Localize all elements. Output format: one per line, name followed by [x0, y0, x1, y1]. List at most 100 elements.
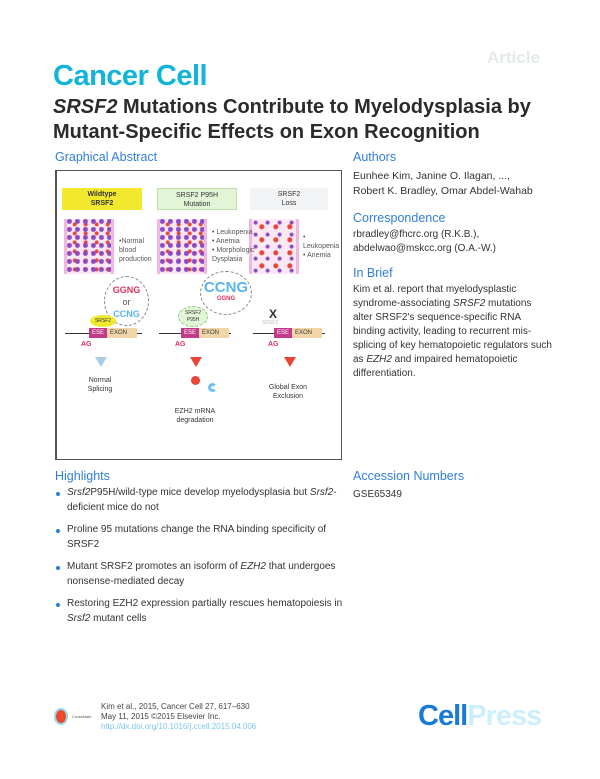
exon-label: EXON [295, 330, 313, 336]
outcome-line: Exclusion [273, 393, 303, 400]
citation-block: Kim et al., 2015, Cancer Cell 27, 617–63… [101, 702, 256, 732]
arrow-down-icon [190, 357, 202, 367]
srsf2-p95h-protein: SRSF2 P95H [178, 306, 208, 327]
gene: EZH2 [366, 354, 392, 366]
text: Mutant SRSF2 promotes an isoform of [67, 561, 241, 572]
graphical-abstract-heading: Graphical Abstract [55, 150, 158, 164]
header-line: Mutation [183, 201, 211, 208]
ag-site: AG [268, 341, 279, 348]
exonuclease-icon [208, 383, 217, 392]
bone-marrow-wildtype-image [64, 219, 114, 274]
crossmark-label: CrossMark [72, 714, 92, 719]
highlight-item: Srsf2P95H/wild-type mice develop myelody… [55, 486, 355, 515]
outcome-line: Splicing [87, 386, 113, 393]
in-brief-text: Kim et al. report that myelodysplastic s… [353, 283, 553, 381]
title-gene: SRSF2 [53, 96, 118, 118]
publication-date: May 11, 2015 ©2015 Elsevier Inc. [101, 712, 221, 721]
p95h-header: SRSF2 P95H Mutation [157, 188, 237, 210]
header-line: SRSF2 P95H [175, 192, 219, 199]
doi-link[interactable]: http://dx.doi.org/10.1016/j.ccell.2015.0… [101, 722, 257, 731]
arrow-down-icon [284, 357, 296, 367]
journal-name: Cancer Cell [53, 60, 208, 92]
arrow-down-icon [95, 357, 107, 367]
exon-label: EXON [202, 330, 220, 336]
authors-list: Eunhee Kim, Janine O. Ilagan, ..., Robert… [353, 169, 588, 199]
phenotype: production [119, 256, 152, 263]
text: P95H/wild-type mice develop myelodysplas… [90, 487, 310, 498]
header-line: SRSF2 [277, 191, 301, 198]
phenotype: • Leukopenia [212, 229, 253, 236]
mrna-cap-icon [191, 376, 200, 385]
highlight-item: Proline 95 mutations change the RNA bind… [55, 523, 355, 552]
text: Restoring EZH2 expression partially resc… [67, 598, 343, 609]
authors-line: Robert K. Bradley, Omar Abdel-Wahab [353, 185, 533, 198]
authors-heading: Authors [353, 150, 397, 164]
crossmark-icon[interactable] [54, 708, 68, 725]
highlights-list: Srsf2P95H/wild-type mice develop myelody… [55, 486, 355, 626]
correspondence-emails: rbradley@fhcrc.org (R.K.B.),abdelwao@msk… [353, 228, 588, 255]
gene: Srsf2 [309, 487, 334, 498]
ag-site: AG [175, 341, 186, 348]
logo-press: Press [467, 700, 542, 732]
srsf2-absent-protein: SRSF2 [262, 320, 279, 326]
logo-cell: Cell [418, 700, 468, 732]
correspondence-heading: Correspondence [353, 211, 446, 226]
outcome-line: Normal [88, 377, 112, 384]
outcome-line: Global Exon [268, 384, 308, 391]
motif-or: or [122, 297, 131, 307]
text: Proline 95 mutations change the RNA bind… [67, 524, 327, 550]
text: that undergoes nonsense-mediated decay [67, 561, 336, 587]
phenotype: • Anemia [303, 252, 331, 259]
text: and impaired hematopoietic differentiati… [353, 354, 518, 380]
accession-number: GSE65349 [353, 489, 402, 500]
in-brief-heading: In Brief [353, 266, 393, 281]
bone-marrow-loss-image [249, 219, 299, 274]
phenotype: • Anemia [212, 238, 240, 245]
highlights-heading: Highlights [55, 469, 110, 483]
phenotype: Dysplasia [212, 256, 243, 263]
email-link[interactable]: rbradley@fhcrc.org (R.K.B.), [353, 229, 480, 241]
motif: CCNG [113, 309, 140, 319]
gene: EZH2 [240, 561, 266, 572]
highlight-item: Mutant SRSF2 promotes an isoform of EZH2… [55, 560, 355, 589]
outcome-p95h: EZH2 mRNA degradation [167, 407, 223, 425]
title-text: Mutations Contribute to Myelodysplasia b… [53, 96, 531, 143]
outcome-line: degradation [176, 417, 214, 424]
loss-x-mark: X [269, 307, 278, 321]
gene: Srsf2 [67, 612, 91, 624]
text: Kim et al. report that myelodysplastic s… [353, 284, 517, 310]
cellpress-logo: CellPress [418, 700, 542, 733]
header-line: Loss [281, 200, 297, 207]
authors-line: Eunhee Kim, Janine O. Ilagan, ..., [353, 170, 511, 182]
motif: CCNG [203, 279, 249, 296]
paper-title: SRSF2 Mutations Contribute to Myelodyspl… [53, 95, 593, 145]
outcome-line: EZH2 mRNA [174, 408, 216, 415]
ese: ESE [181, 328, 200, 338]
phenotype: • Leukopenia [303, 234, 340, 250]
motif: GGNG [216, 296, 236, 302]
text: -deficient mice do not [67, 487, 337, 513]
header-line: Wildtype [87, 191, 117, 198]
email-link[interactable]: abdelwao@mskcc.org (O.A.-W.) [353, 242, 496, 254]
ese: ESE [89, 328, 108, 338]
article-type-label: Article [487, 48, 540, 67]
gene: SRSF2 [453, 298, 486, 310]
citation: Kim et al., 2015, Cancer Cell 27, 617–63… [101, 702, 250, 711]
phenotype: • Morphologic [212, 247, 255, 254]
srsf2-protein: SRSF2 [90, 315, 116, 327]
text: mutations alter SRSF2's sequence-specifi… [353, 298, 552, 366]
gene: Srsf2 [67, 487, 91, 498]
motif: GGNG [112, 285, 141, 295]
ese: ESE [274, 328, 293, 338]
exon-label: EXON [110, 330, 128, 336]
highlight-item: Restoring EZH2 expression partially resc… [55, 597, 355, 626]
